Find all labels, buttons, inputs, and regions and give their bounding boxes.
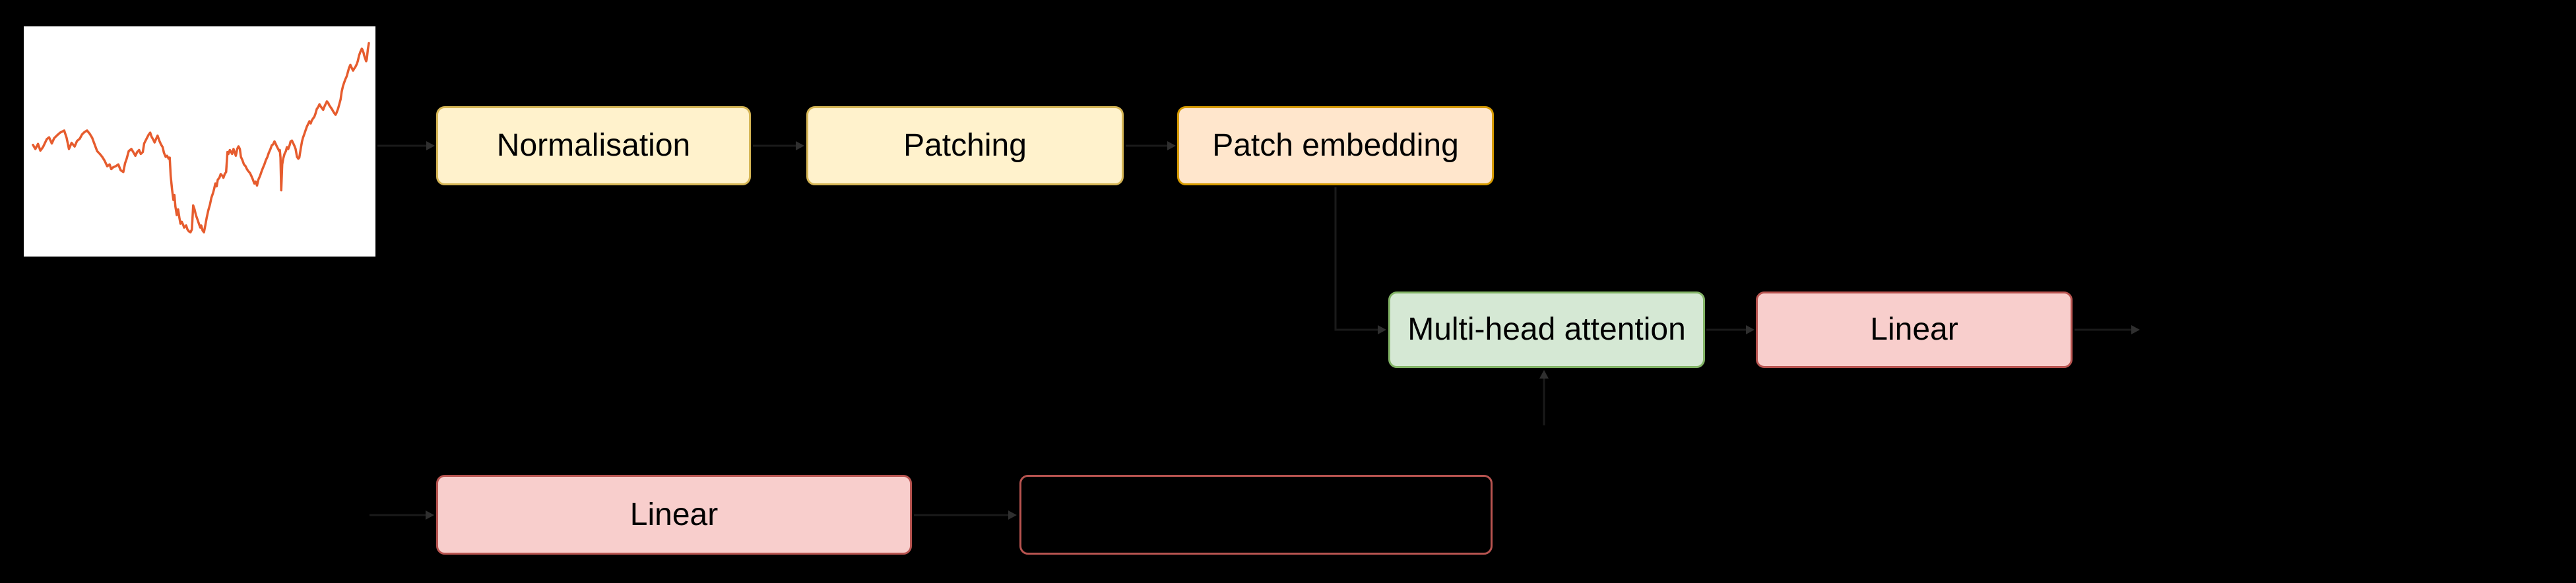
node-linear-attention: Linear <box>1756 292 2073 368</box>
input-series-chart <box>24 26 375 257</box>
node-linear-head-label: Linear <box>629 497 719 532</box>
node-normalisation: Normalisation <box>436 106 751 185</box>
node-multi-head-attention-label: Multi-head attention <box>1407 312 1686 347</box>
connector-stub-below-multi-head-attention <box>1539 370 1549 425</box>
node-patching-label: Patching <box>903 128 1027 163</box>
connector-chart-to-normalisation <box>377 141 435 150</box>
input-series-plot <box>24 26 375 257</box>
connector-patching-to-patch-embedding <box>1126 141 1176 150</box>
node-linear-head: Linear <box>436 475 912 555</box>
connector-multi-head-attention-to-linear <box>1706 325 1755 334</box>
connector-linear-head-to-empty-box <box>914 510 1017 520</box>
connector-patch-embedding-to-multi-head-attention <box>1334 187 1386 334</box>
node-linear-attention-label: Linear <box>1870 312 1958 347</box>
node-patch-embedding-label: Patch embedding <box>1212 128 1459 163</box>
connector-linear-output-stub <box>2075 325 2140 334</box>
node-patch-embedding: Patch embedding <box>1177 106 1494 185</box>
input-series-line <box>32 42 370 233</box>
node-patching: Patching <box>806 106 1124 185</box>
node-empty-output-box <box>1019 475 1493 555</box>
node-normalisation-label: Normalisation <box>496 128 691 163</box>
node-multi-head-attention: Multi-head attention <box>1388 292 1705 368</box>
connector-normalisation-to-patching <box>753 141 804 150</box>
connector-into-linear-head <box>370 510 434 520</box>
